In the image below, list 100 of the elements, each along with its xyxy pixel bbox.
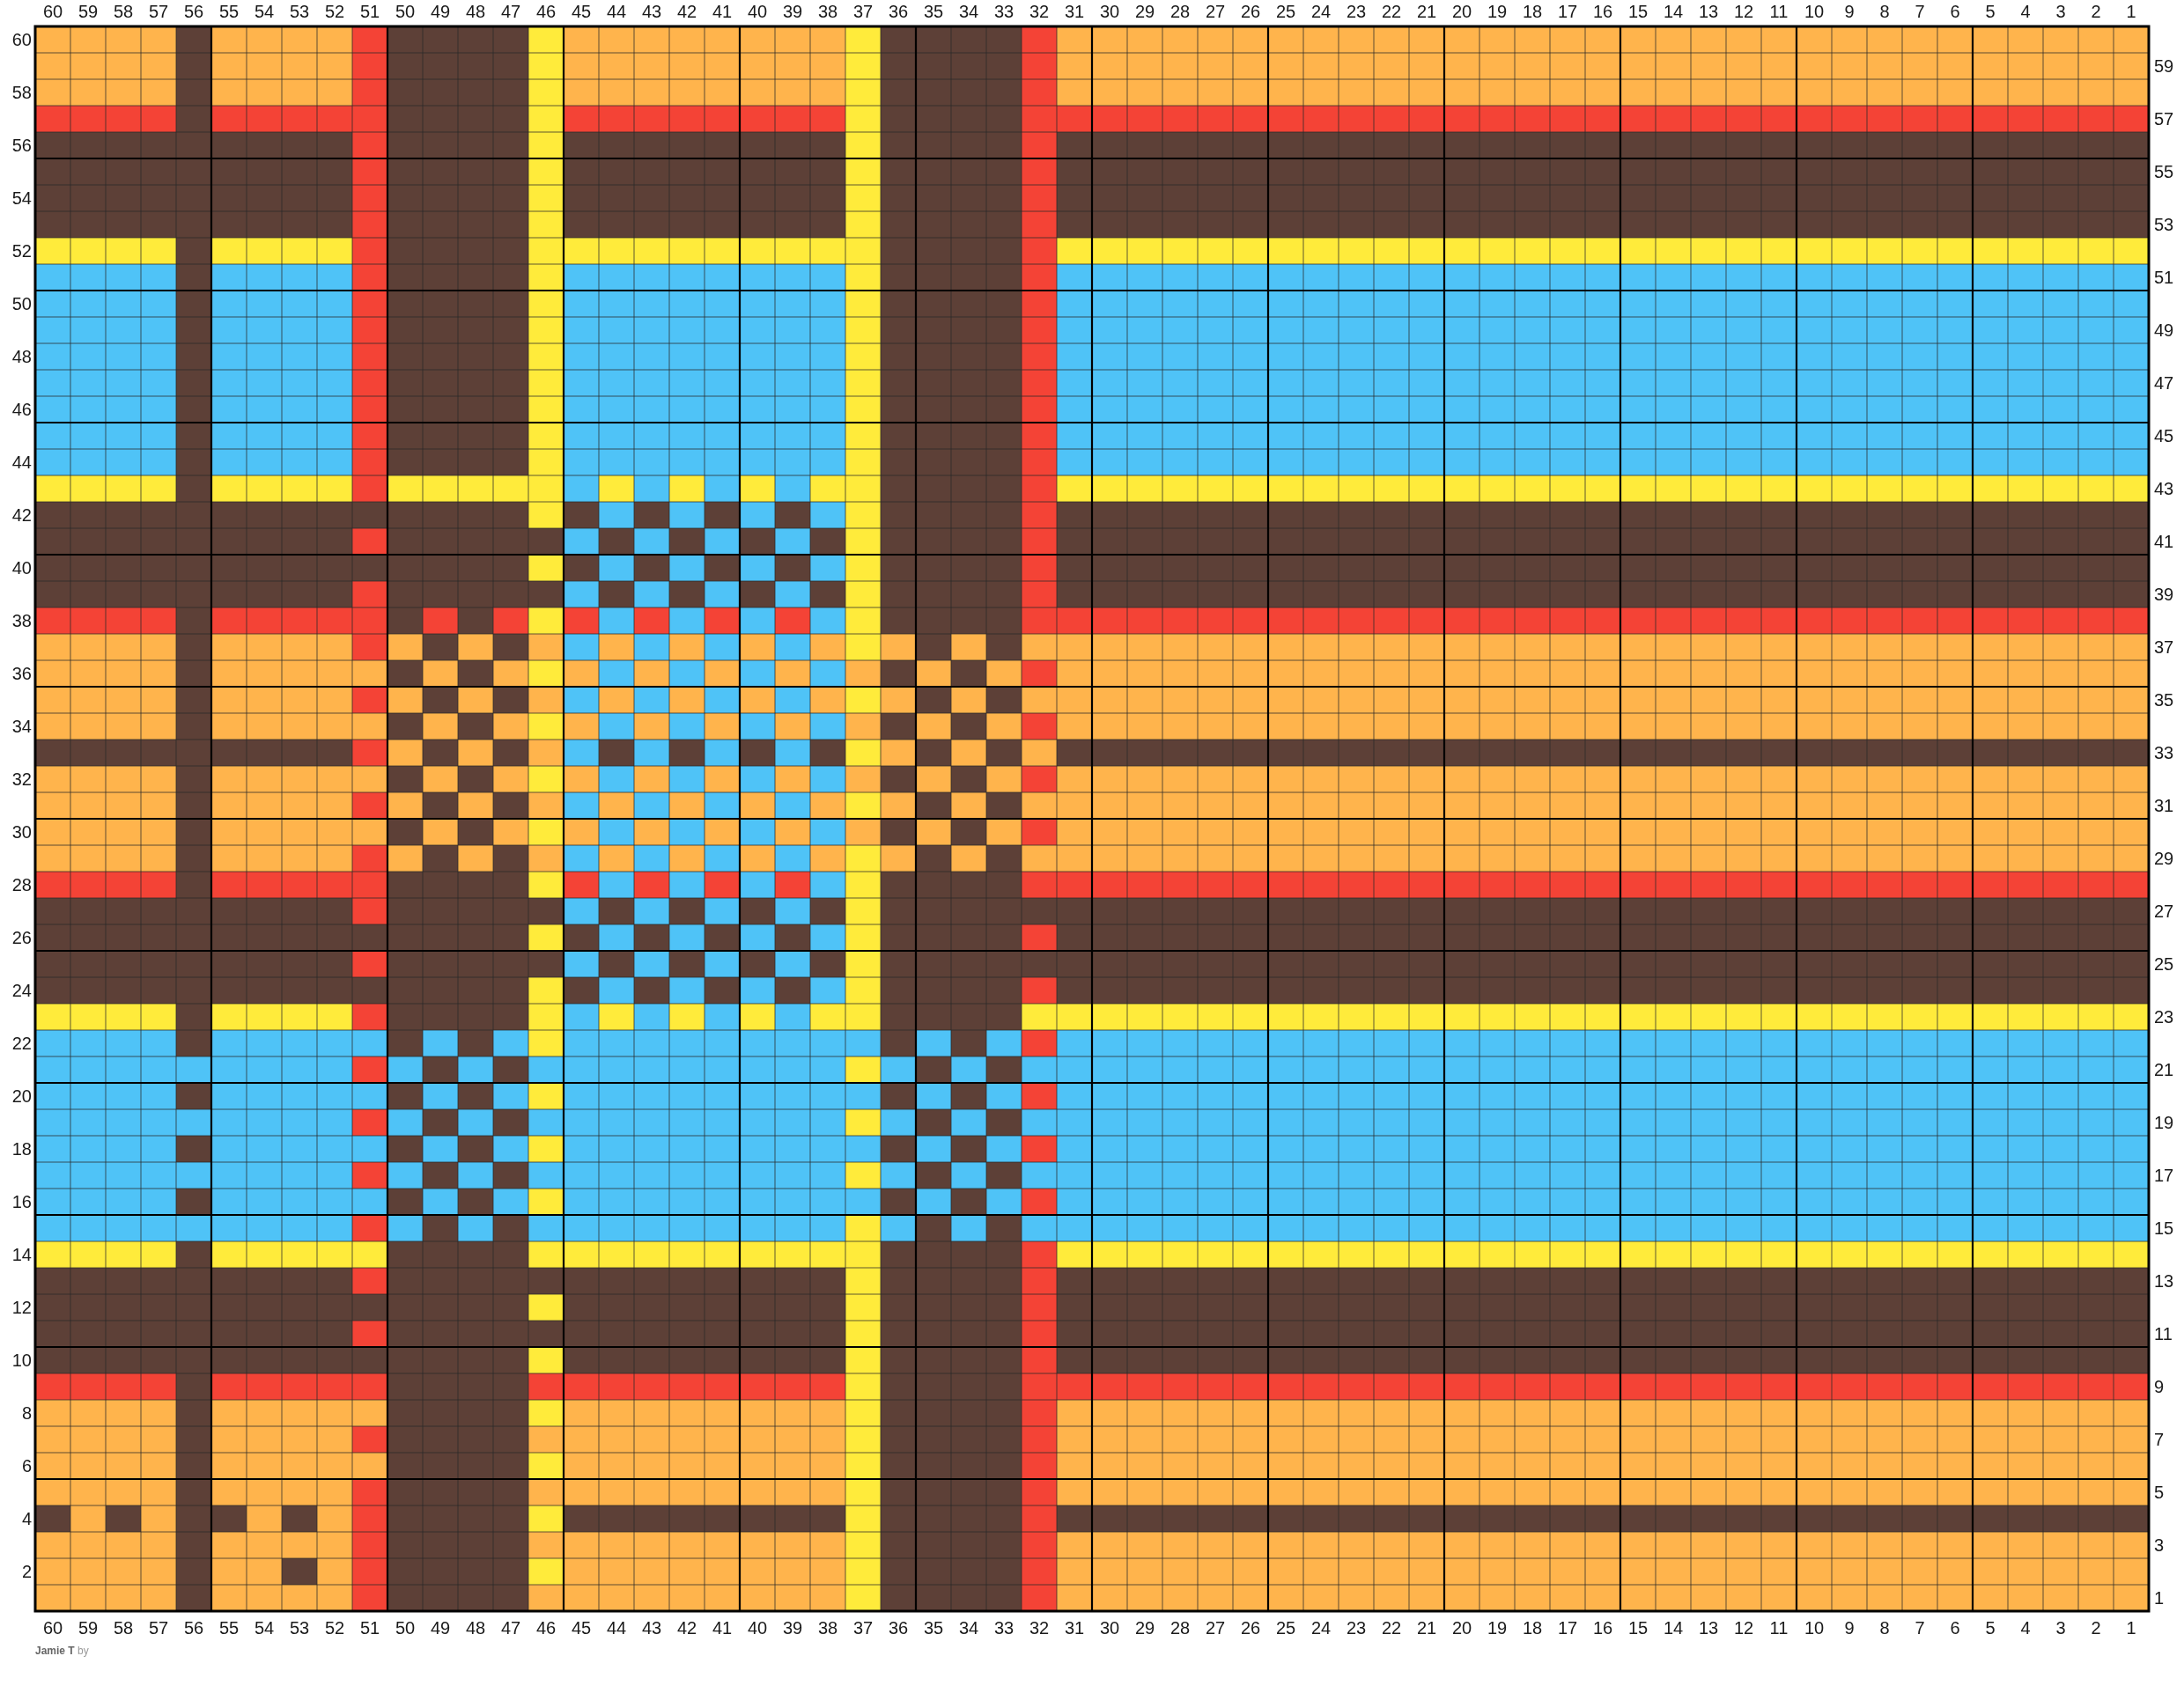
row-number: 33 [2154,743,2174,762]
column-number: 6 [1950,1618,1960,1638]
row-number: 41 [2154,532,2174,551]
column-number: 56 [183,2,204,21]
row-number: 7 [2154,1430,2165,1449]
column-number: 37 [852,2,874,21]
column-number: 7 [1915,2,1925,21]
column-number: 37 [852,1618,874,1638]
column-number: 15 [1627,1618,1649,1638]
row-number: 46 [11,400,32,419]
row-number: 14 [11,1245,32,1264]
row-number: 48 [11,347,32,366]
column-number: 19 [1487,2,1508,21]
column-number: 26 [1240,1618,1261,1638]
column-number: 55 [218,2,240,21]
row-number: 3 [2154,1535,2165,1555]
row-number: 15 [2154,1218,2174,1238]
column-number: 47 [500,1618,521,1638]
column-number: 4 [2020,2,2031,21]
row-number: 27 [2154,902,2174,921]
column-number: 43 [641,2,662,21]
column-number: 46 [535,1618,557,1638]
column-number: 1 [2126,1618,2136,1638]
row-number: 42 [11,505,32,525]
column-number: 31 [1064,1618,1085,1638]
column-number: 49 [430,2,451,21]
row-number: 11 [2154,1324,2173,1343]
column-number: 55 [218,1618,240,1638]
row-number: 50 [11,294,32,313]
row-number: 12 [11,1298,32,1317]
row-number: 25 [2154,954,2174,974]
column-number: 57 [148,2,169,21]
column-number: 32 [1029,2,1050,21]
row-number: 49 [2154,320,2174,340]
column-number: 58 [113,2,134,21]
row-number: 16 [11,1192,32,1211]
column-number: 53 [289,1618,310,1638]
row-number: 30 [11,822,32,842]
column-number: 16 [1592,2,1613,21]
row-number: 2 [21,1562,32,1581]
column-number: 2 [2091,2,2101,21]
column-number: 14 [1663,2,1684,21]
column-number: 33 [993,1618,1015,1638]
column-number: 39 [782,2,803,21]
column-number: 17 [1557,1618,1578,1638]
column-number: 25 [1275,1618,1296,1638]
column-number: 30 [1099,1618,1120,1638]
row-number: 38 [11,611,32,630]
column-number: 59 [77,1618,99,1638]
column-number: 35 [923,1618,944,1638]
column-number: 1 [2126,2,2136,21]
column-number: 43 [641,1618,662,1638]
column-number: 23 [1346,1618,1367,1638]
column-number: 51 [359,2,380,21]
column-number: 38 [817,2,838,21]
row-number: 18 [11,1139,32,1159]
column-number: 24 [1310,2,1332,21]
column-number: 4 [2020,1618,2031,1638]
row-number: 60 [11,30,32,49]
column-number: 41 [712,1618,733,1638]
column-number: 40 [747,1618,768,1638]
column-number: 8 [1879,1618,1890,1638]
row-number: 10 [11,1351,32,1370]
column-number: 42 [676,2,697,21]
column-number: 22 [1381,2,1402,21]
column-number: 36 [888,2,909,21]
column-number: 32 [1029,1618,1050,1638]
column-number: 9 [1844,1618,1855,1638]
column-number: 58 [113,1618,134,1638]
column-number: 56 [183,1618,204,1638]
row-number: 8 [21,1403,32,1423]
column-number: 18 [1522,1618,1543,1638]
row-number: 26 [11,928,32,947]
column-number: 28 [1169,1618,1191,1638]
row-number: 51 [2154,268,2174,287]
column-number: 17 [1557,2,1578,21]
row-number: 54 [11,188,32,208]
column-number: 29 [1134,1618,1155,1638]
row-number: 58 [11,83,32,102]
column-number: 10 [1804,1618,1825,1638]
credit-line: Jamie T by [35,1645,89,1657]
column-number: 5 [1985,2,1996,21]
row-number: 39 [2154,585,2174,604]
row-number: 28 [11,875,32,894]
column-number: 8 [1879,2,1890,21]
column-number: 60 [42,1618,63,1638]
row-number: 20 [11,1086,32,1106]
column-number: 3 [2055,2,2066,21]
column-number: 29 [1134,2,1155,21]
column-number: 49 [430,1618,451,1638]
column-number: 7 [1915,1618,1925,1638]
row-number: 45 [2154,426,2174,445]
column-number: 51 [359,1618,380,1638]
column-number: 34 [958,1618,979,1638]
row-number: 29 [2154,849,2174,868]
column-number: 27 [1205,1618,1226,1638]
row-number: 53 [2154,215,2174,234]
column-number: 48 [465,2,486,21]
column-number: 39 [782,1618,803,1638]
column-number: 42 [676,1618,697,1638]
